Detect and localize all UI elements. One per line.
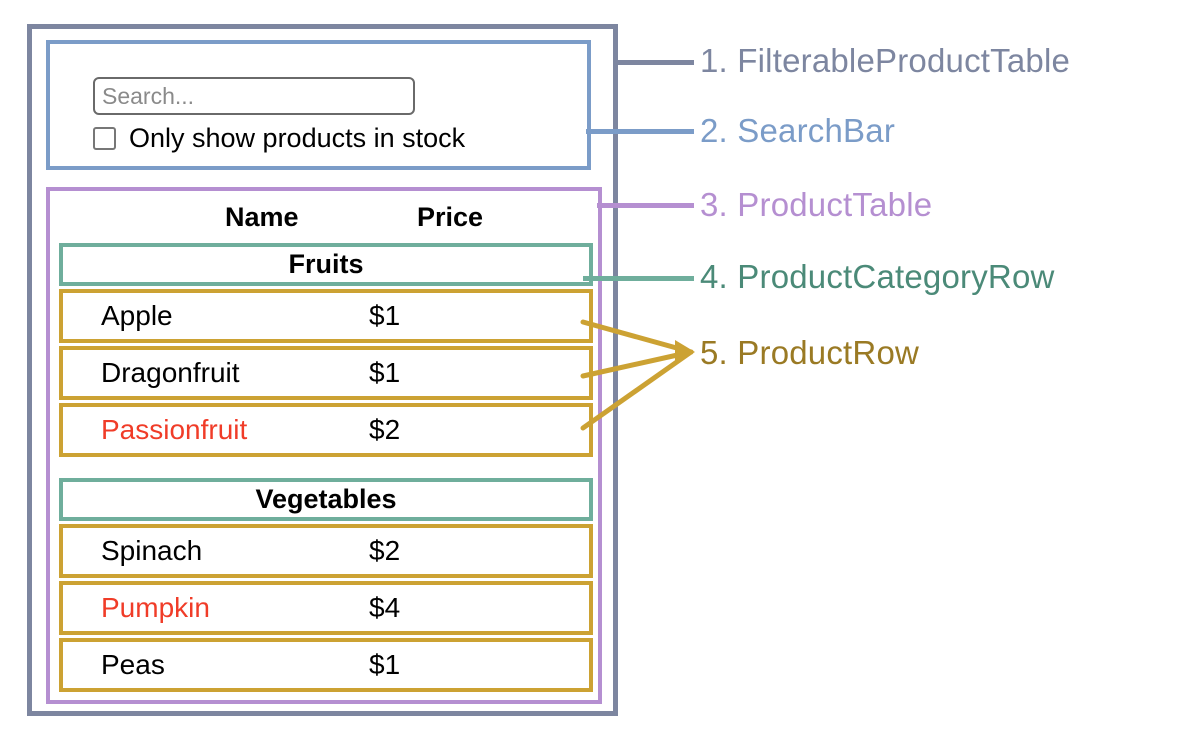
connector-lines-product-row [580, 319, 695, 431]
product-price: $1 [369, 649, 401, 680]
product-name: Apple [101, 300, 173, 331]
legend-label-product-table: 3. ProductTable [700, 186, 933, 223]
product-name: Dragonfruit [101, 357, 240, 388]
table-header-row: Name Price [50, 195, 584, 239]
connector-line-product-category-row [583, 276, 694, 281]
product-name: Peas [101, 649, 165, 680]
in-stock-checkbox-row[interactable]: Only show products in stock [93, 125, 465, 152]
product-row[interactable]: Passionfruit $2 [59, 403, 593, 457]
product-row[interactable]: Peas $1 [59, 638, 593, 692]
product-row[interactable]: Dragonfruit $1 [59, 346, 593, 400]
product-row[interactable]: Spinach $2 [59, 524, 593, 578]
product-row[interactable]: Apple $1 [59, 289, 593, 343]
connector-line-product-table [597, 203, 694, 208]
connector-line-filterable-product-table [618, 60, 694, 65]
product-price: $4 [369, 592, 401, 623]
search-input[interactable] [93, 77, 415, 115]
product-price: $1 [369, 300, 401, 331]
category-label: Fruits [288, 249, 364, 279]
product-name: Pumpkin [101, 592, 210, 623]
column-header-name: Name [225, 201, 299, 232]
legend-label-filterable-product-table: 1. FilterableProductTable [700, 42, 1071, 79]
filterable-product-table-frame: Only show products in stock Name Price F… [27, 24, 618, 716]
product-name: Spinach [101, 535, 203, 566]
product-rows-area: Fruits Apple $1 Dragonfruit $1 Passionfr… [59, 243, 593, 695]
product-category-row: Fruits [59, 243, 593, 286]
product-row[interactable]: Pumpkin $4 [59, 581, 593, 635]
legend-label-search-bar: 2. SearchBar [700, 112, 896, 149]
legend-label-product-row: 5. ProductRow [700, 334, 920, 371]
product-table-frame: Name Price Fruits Apple $1 Dragonfruit $… [46, 187, 602, 704]
product-price: $2 [369, 535, 401, 566]
search-bar-frame: Only show products in stock [46, 40, 591, 170]
legend-label-product-category-row: 4. ProductCategoryRow [700, 258, 1055, 295]
product-category-row: Vegetables [59, 478, 593, 521]
group-separator [59, 460, 593, 478]
product-price: $2 [369, 414, 401, 445]
column-header-price: Price [417, 201, 484, 232]
connector-line-search-bar [586, 129, 694, 134]
product-name: Passionfruit [101, 414, 248, 445]
product-price: $1 [369, 357, 401, 388]
category-label: Vegetables [255, 484, 397, 514]
in-stock-checkbox[interactable] [93, 127, 116, 150]
in-stock-checkbox-label: Only show products in stock [129, 123, 466, 153]
